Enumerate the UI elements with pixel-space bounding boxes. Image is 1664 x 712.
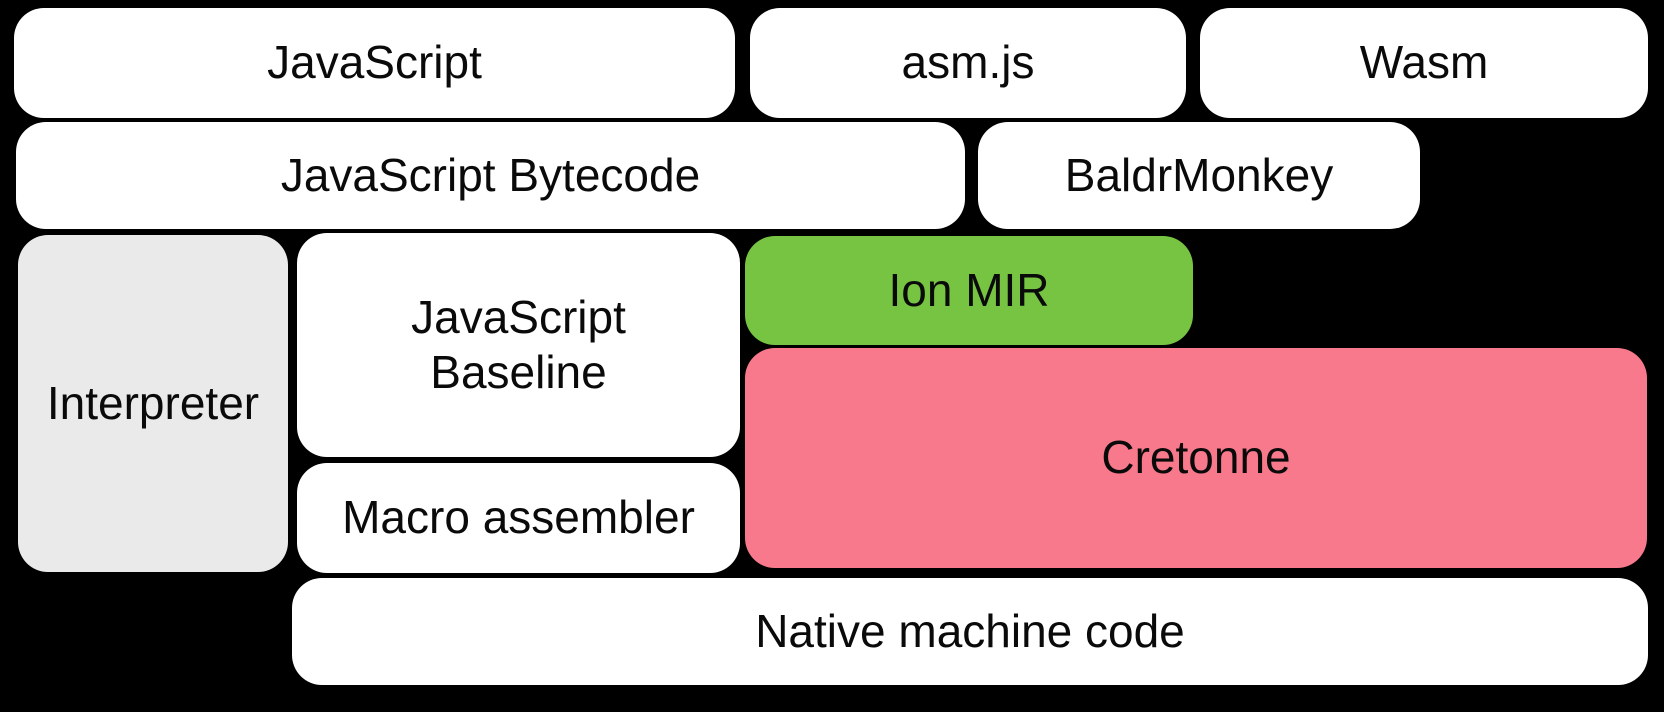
box-label-baldrmonkey: BaldrMonkey bbox=[1064, 148, 1334, 201]
box-label-asm-js: asm.js bbox=[901, 36, 1035, 89]
box-ion-mir: Ion MIR bbox=[745, 236, 1193, 345]
box-javascript-bytecode: JavaScript Bytecode bbox=[16, 122, 965, 229]
box-native-machine-code: Native machine code bbox=[292, 578, 1648, 685]
box-label-javascript: JavaScript bbox=[267, 36, 482, 89]
box-label-javascript-baseline: JavaScript Baseline bbox=[411, 290, 626, 398]
box-label-wasm: Wasm bbox=[1359, 36, 1489, 89]
box-label-macro-assembler: Macro assembler bbox=[342, 491, 695, 544]
box-label-interpreter: Interpreter bbox=[46, 376, 260, 429]
box-label-ion-mir: Ion MIR bbox=[888, 263, 1050, 316]
box-macro-assembler: Macro assembler bbox=[297, 463, 740, 573]
box-label-cretonne: Cretonne bbox=[1101, 431, 1291, 484]
box-interpreter: Interpreter bbox=[18, 235, 288, 572]
box-baldrmonkey: BaldrMonkey bbox=[978, 122, 1420, 229]
box-label-javascript-bytecode: JavaScript Bytecode bbox=[280, 148, 701, 201]
box-asm-js: asm.js bbox=[750, 8, 1186, 118]
box-javascript: JavaScript bbox=[14, 8, 735, 118]
box-label-native-machine-code: Native machine code bbox=[755, 604, 1185, 657]
box-cretonne: Cretonne bbox=[745, 348, 1647, 568]
box-javascript-baseline: JavaScript Baseline bbox=[297, 233, 740, 457]
box-wasm: Wasm bbox=[1200, 8, 1648, 118]
